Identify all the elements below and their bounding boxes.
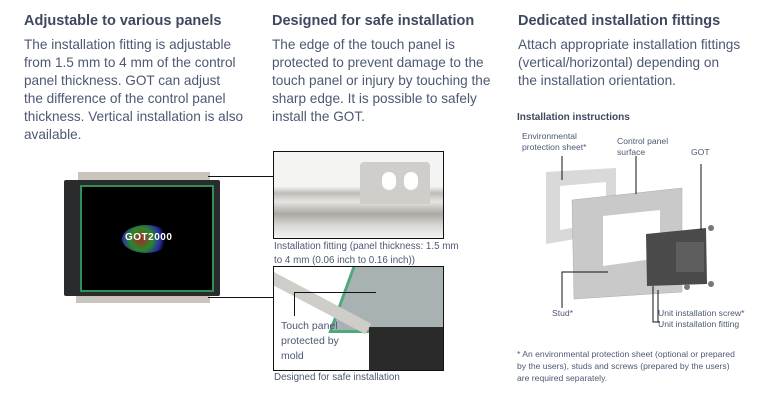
got-monitor-image: GOT2000	[62, 170, 222, 304]
text-dedicated-fittings: Attach appropriate installation fittings…	[518, 37, 741, 88]
label-stud: Stud*	[552, 308, 574, 318]
heading-adjustable: Adjustable to various panels	[24, 13, 222, 29]
fitting-hole	[382, 172, 396, 190]
label-protection-sheet: Environmental protection sheet*	[522, 131, 587, 152]
heading-dedicated-fittings: Dedicated installation fittings	[518, 13, 721, 29]
label-got: GOT	[691, 147, 710, 157]
touch-leader-line	[294, 292, 376, 293]
got-back-module	[676, 242, 704, 272]
screw	[708, 281, 714, 287]
bottom-bracket	[76, 294, 210, 303]
instructions-title: Installation instructions	[517, 112, 630, 123]
touch-panel-photo: Touch panel protected by mold	[273, 266, 444, 371]
screw	[708, 225, 714, 231]
monitor-screen: GOT2000	[80, 185, 214, 292]
leader-line-top	[208, 176, 274, 177]
touch-panel-label: Touch panel protected by mold	[281, 320, 339, 362]
fitting-hole	[404, 172, 418, 190]
got2000-logo: GOT2000	[125, 232, 173, 243]
label-control-panel-surface: Control panel surface	[617, 136, 669, 157]
touch-leader-line	[294, 292, 295, 316]
installation-fitting-photo	[273, 151, 444, 239]
diagram-leader-lines	[561, 156, 702, 323]
top-bracket	[78, 172, 210, 180]
heading-safe-installation: Designed for safe installation	[272, 13, 475, 29]
screw	[684, 284, 690, 290]
panel-cutout	[603, 210, 660, 266]
instructions-footnote: * An environmental protection sheet (opt…	[517, 349, 735, 383]
installation-diagram	[546, 156, 714, 323]
label-unit-installation-fitting: Unit installation fitting	[658, 319, 740, 329]
text-safe-installation: The edge of the touch panel is protected…	[272, 37, 491, 124]
text-adjustable: The installation fitting is adjustable f…	[24, 37, 244, 142]
logo-splash	[122, 225, 170, 253]
label-unit-installation-screw: Unit installation screw*	[658, 308, 745, 318]
safe-caption: Designed for safe installation	[274, 372, 400, 383]
panel-body	[369, 327, 443, 370]
fitting-caption: Installation fitting (panel thickness: 1…	[274, 241, 459, 266]
leader-line-bottom	[208, 297, 274, 298]
